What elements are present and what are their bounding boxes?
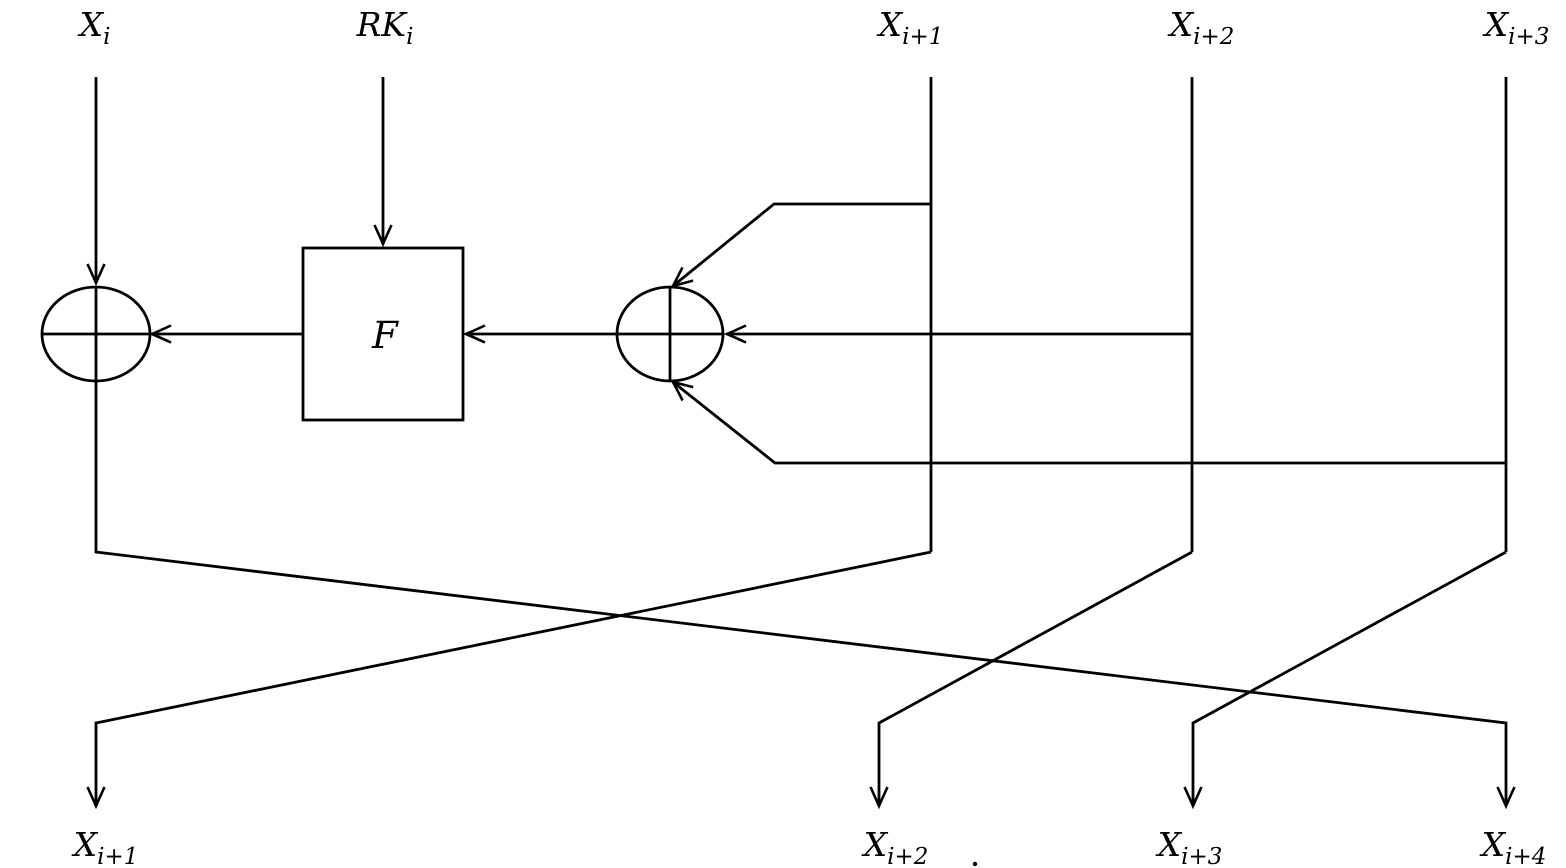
- wire-xi3-to-output: [1183, 550, 1507, 810]
- xor-left-icon: [40, 285, 152, 383]
- stray-dot-mark: [972, 861, 978, 867]
- wire-xi1-to-output: [86, 550, 932, 810]
- label-output-xi3: Xi+3: [1155, 825, 1223, 868]
- wire-xi1-tap-into-xor-right-top: [670, 202, 931, 289]
- round-function-box: F: [301, 246, 465, 422]
- label-input-rki: RKi: [356, 5, 414, 50]
- label-input-xi1: Xi+1: [876, 5, 944, 50]
- label-output-xi4: Xi+4: [1479, 825, 1547, 868]
- label-output-xi2: Xi+2: [861, 825, 929, 868]
- wire-xi3-tap-into-xor-right-bottom: [670, 379, 1506, 465]
- wire-xi2-to-output: [869, 550, 1193, 810]
- label-input-xi: Xi: [77, 5, 111, 50]
- label-output-xi1: Xi+1: [71, 825, 139, 868]
- label-input-xi2: Xi+2: [1167, 5, 1235, 50]
- label-input-xi3: Xi+3: [1482, 5, 1550, 50]
- wire-xor-left-to-output-xi4: [94, 381, 1516, 810]
- xor-right-icon: [615, 285, 725, 383]
- round-function-label: F: [371, 314, 399, 357]
